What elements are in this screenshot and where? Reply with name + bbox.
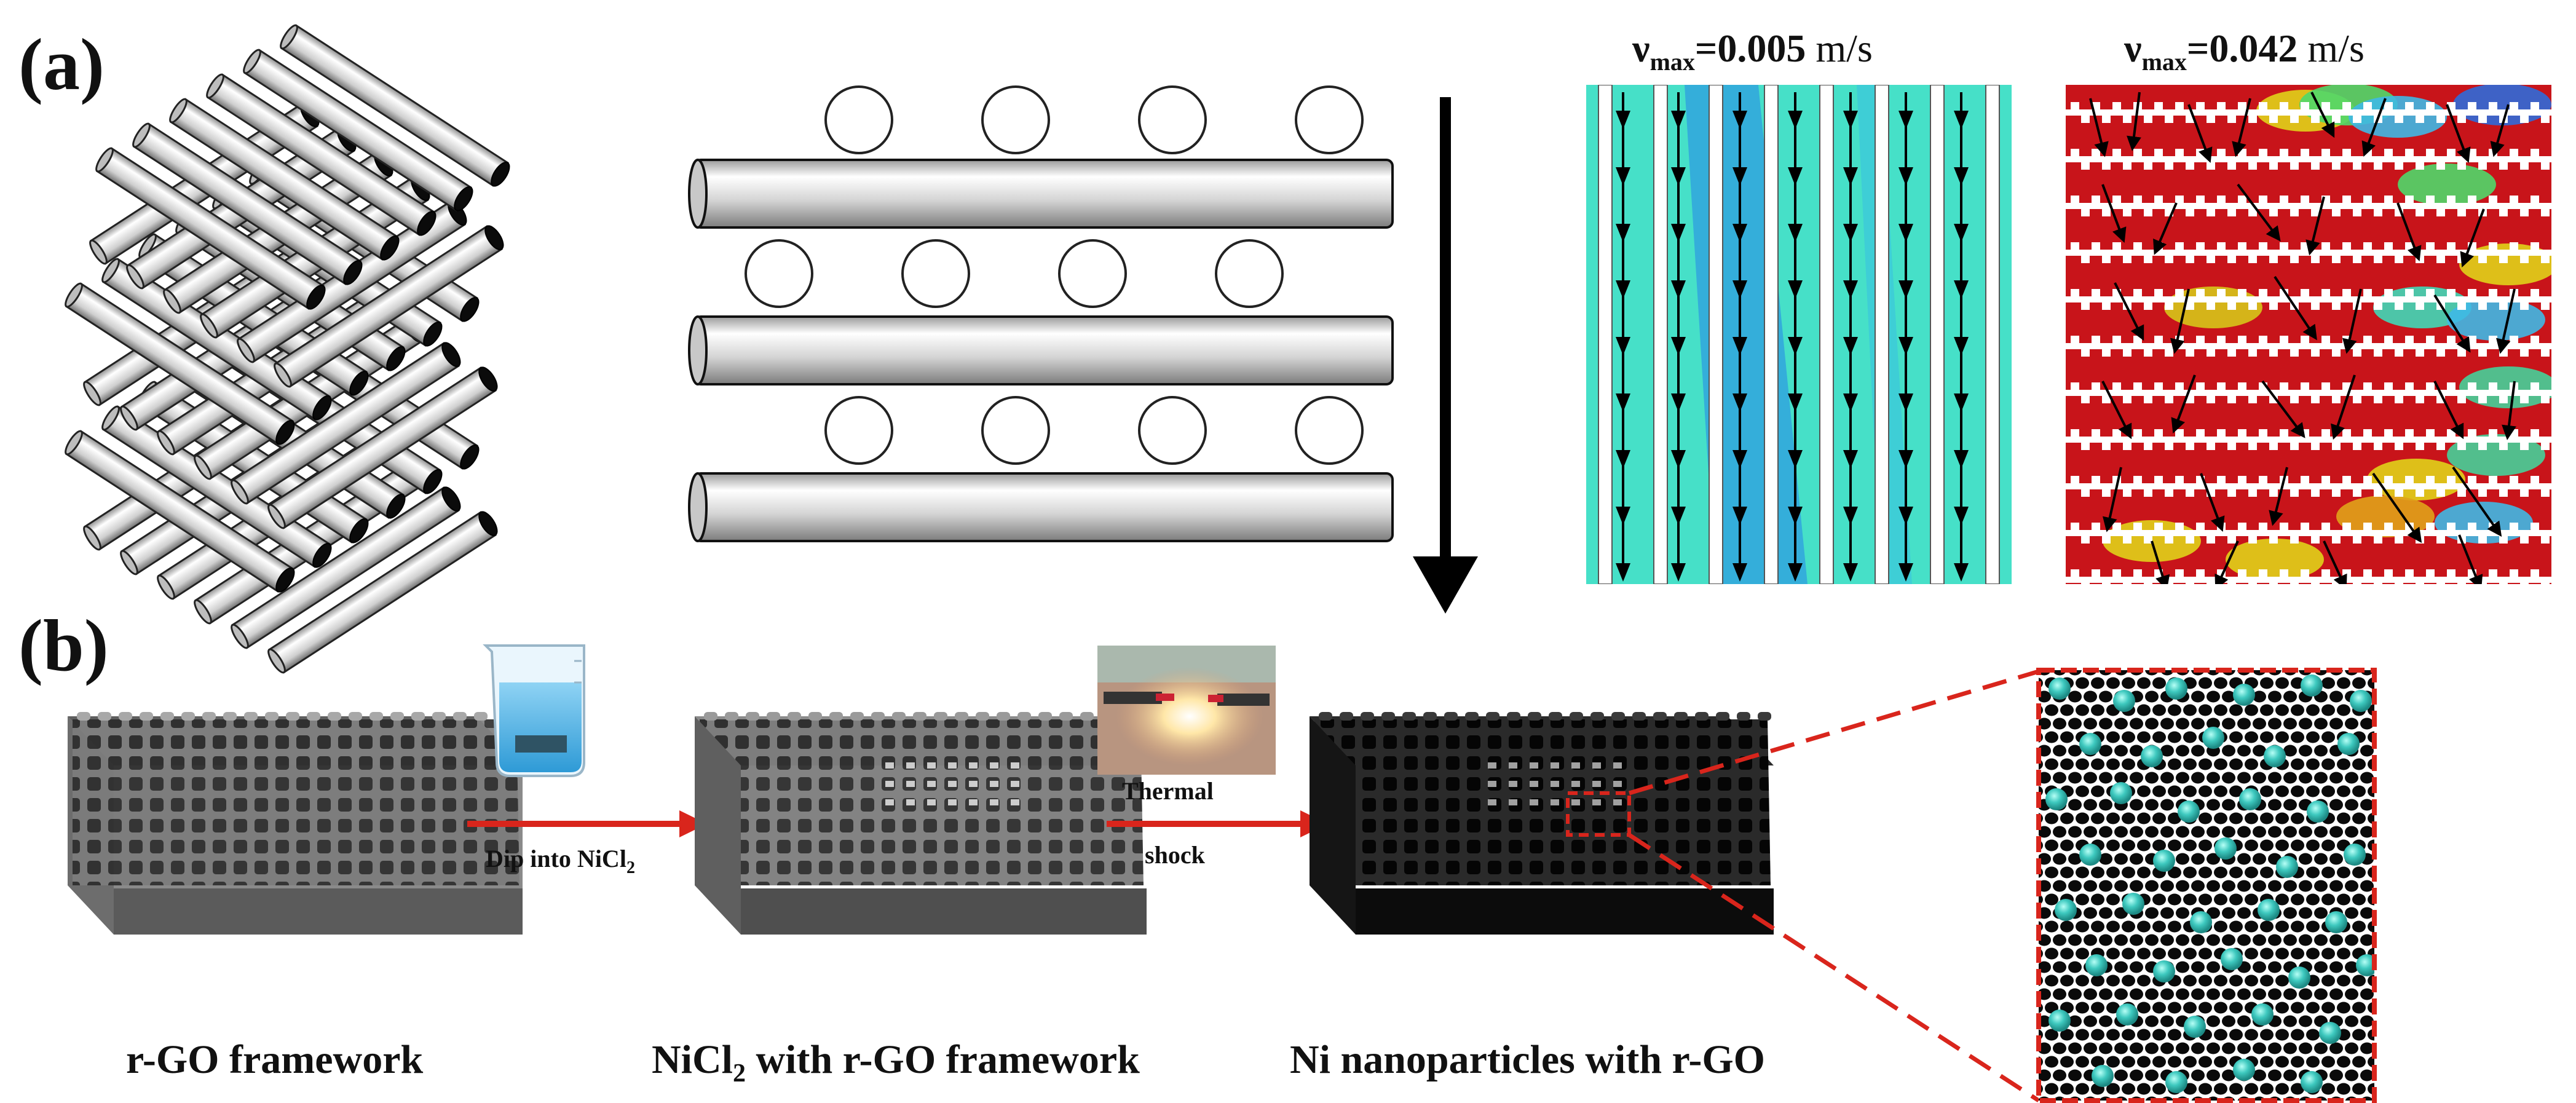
flow-simulation-low-velocity bbox=[1586, 85, 2012, 584]
nicl2-rgo-framework-block bbox=[695, 712, 1147, 935]
thermal-shock-photo bbox=[1097, 646, 1276, 775]
cross-section-circles-row-2 bbox=[745, 239, 1284, 308]
cross-section-rod-1 bbox=[688, 159, 1394, 229]
zoomed-nanoparticle-view bbox=[2036, 668, 2377, 1103]
panel-b-label: (b) bbox=[18, 604, 109, 686]
flow-right-velocity-label: νmax=0.042 m/s bbox=[2124, 26, 2365, 76]
cross-section-circles-row-3 bbox=[824, 396, 1364, 465]
flow-left-velocity-label: νmax=0.005 m/s bbox=[1632, 26, 1873, 76]
flow-simulation-high-velocity bbox=[2066, 85, 2551, 584]
cross-section-rod-2 bbox=[688, 315, 1394, 385]
caption-nicl2-rgo-framework: NiCl2 with r-GO framework bbox=[652, 1037, 1140, 1088]
dip-step-label: Dip into NiCl2 bbox=[486, 845, 635, 877]
lattice-cross-section-illustration bbox=[688, 85, 1394, 542]
beaker-icon bbox=[483, 644, 585, 777]
caption-ni-nanoparticles-rgo: Ni nanoparticles with r-GO bbox=[1290, 1037, 1765, 1082]
flow-direction-arrow bbox=[1413, 97, 1478, 614]
rgo-framework-block bbox=[68, 712, 523, 935]
cross-section-rod-3 bbox=[688, 472, 1394, 542]
thermal-shock-label-line1: Thermal bbox=[1122, 777, 1214, 805]
ni-nanoparticles-rgo-block bbox=[1310, 712, 1774, 935]
isometric-lattice-illustration bbox=[65, 24, 510, 674]
dip-step-arrow bbox=[467, 810, 707, 837]
thermal-shock-label-line2: shock bbox=[1145, 841, 1206, 869]
caption-rgo-framework: r-GO framework bbox=[126, 1037, 423, 1082]
cross-section-circles-row-1 bbox=[824, 85, 1364, 154]
panel-a-label: (a) bbox=[18, 23, 105, 105]
zoom-indicator bbox=[1566, 669, 2040, 1102]
